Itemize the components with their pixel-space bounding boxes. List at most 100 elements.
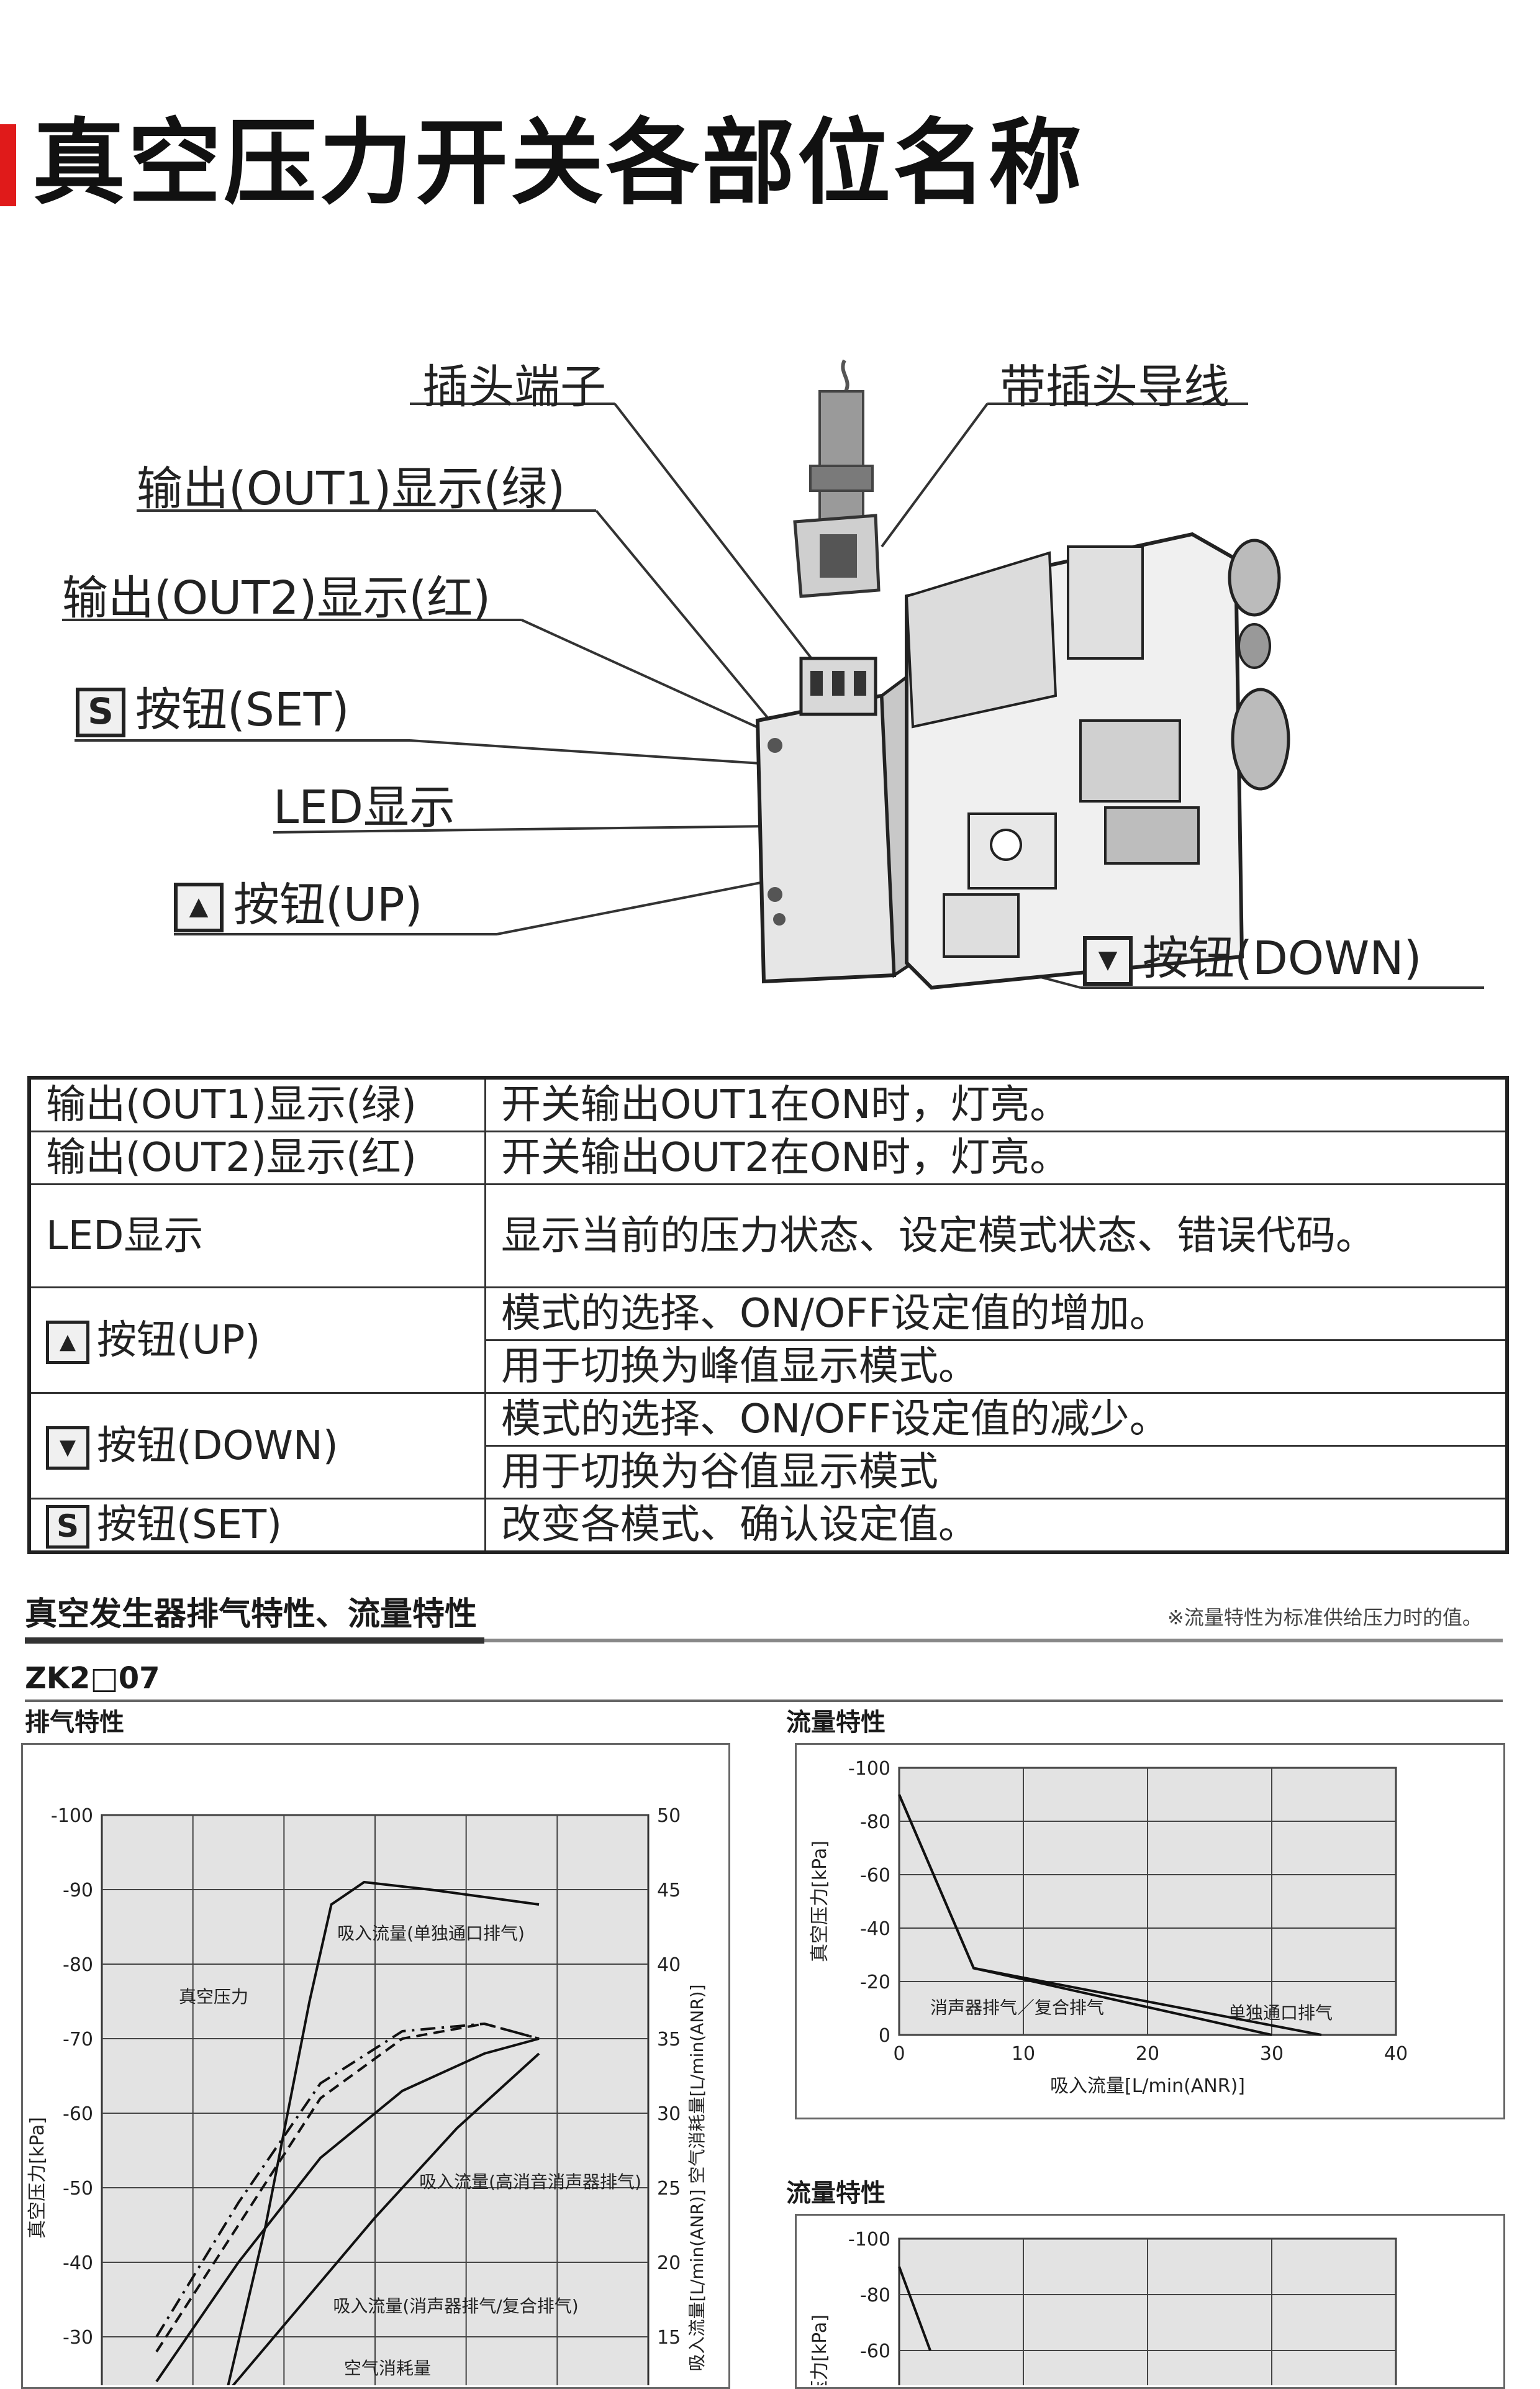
row-name: 按钮(SET) <box>97 1502 283 1548</box>
series-line <box>231 2052 540 2385</box>
y-axis-label: 真空压力[kPa] <box>809 1841 831 1962</box>
y-tick-label: -60 <box>63 2103 93 2125</box>
x-tick-label: 10 <box>1012 2043 1035 2065</box>
section-note: ※流量特性为标准供给压力时的值。 <box>1167 1606 1482 1629</box>
chart-annotation: 空气消耗量 <box>344 2358 431 2378</box>
label-out1-display: 输出(OUT1)显示(绿) <box>137 462 566 516</box>
chart-annotation: 真空压力 <box>179 1986 248 2007</box>
y2-tick-label: 15 <box>657 2327 681 2349</box>
y2-tick-label: 30 <box>657 2103 681 2125</box>
x-axis-label: 吸入流量[L/min(ANR)] <box>1050 2075 1245 2097</box>
down-arrow-icon: ▼ <box>46 1426 89 1470</box>
y-tick-label: -20 <box>860 1972 890 1993</box>
model-label: ZK2□07 <box>25 1661 160 1696</box>
up-arrow-icon: ▲ <box>174 883 224 933</box>
y-tick-label: -90 <box>63 1880 93 1901</box>
set-button-label: 按钮(SET) <box>135 683 350 737</box>
page-title: 真空压力开关各部位名称 <box>32 109 1085 217</box>
y-tick-label: -50 <box>63 2178 93 2200</box>
row-name: 按钮(UP) <box>97 1317 261 1363</box>
x-tick-label: 40 <box>1384 2043 1408 2065</box>
exhaust-characteristics-chart: -100-90-80-70-60-50-40-30-20504540353025… <box>27 1805 707 2385</box>
label-out2-display: 输出(OUT2)显示(红) <box>62 571 491 625</box>
row-name: 输出(OUT2)显示(红) <box>28 1131 486 1185</box>
table-row: 用于切换为谷值显示模式 <box>29 1445 1508 1499</box>
y-tick-label: -60 <box>860 2341 890 2362</box>
chart-title-flow-2: 流量特性 <box>786 2179 886 2208</box>
parts-description-table: 输出(OUT1)显示(绿) 开关输出OUT1在ON时，灯亮。 输出(OUT2)显… <box>27 1076 1509 1554</box>
row-desc: 开关输出OUT2在ON时，灯亮。 <box>484 1131 1508 1185</box>
y2-tick-label: 25 <box>657 2178 681 2200</box>
model-rule <box>25 1700 1503 1702</box>
title-accent-bar <box>0 124 16 206</box>
table-row: ▼按钮(DOWN) 模式的选择、ON/OFF设定值的减少。 <box>28 1392 1508 1499</box>
series-line <box>227 1880 540 2385</box>
row-desc: 用于切换为谷值显示模式 <box>484 1445 1508 1499</box>
switch-diagram <box>62 359 1484 990</box>
y2-tick-label: 40 <box>657 1954 681 1976</box>
row-name-cell: ▼按钮(DOWN) <box>28 1392 486 1499</box>
down-button-label: 按钮(DOWN) <box>1143 932 1422 985</box>
y-tick-label: -100 <box>848 2229 890 2250</box>
section-rule <box>25 1637 484 1644</box>
row-name: 输出(OUT1)显示(绿) <box>28 1076 486 1132</box>
series-line <box>155 2022 540 2353</box>
y-tick-label: -60 <box>860 1865 890 1886</box>
chart-title-flow: 流量特性 <box>786 1708 886 1737</box>
y-tick-label: -100 <box>51 1805 93 1827</box>
set-button-icon: S <box>46 1505 89 1549</box>
series-line <box>898 2266 931 2351</box>
label-connector-pin: 插头端子 <box>422 360 606 414</box>
up-arrow-icon: ▲ <box>46 1320 89 1364</box>
chart-annotation: 吸入流量(单独通口排气) <box>337 1923 525 1944</box>
row-name: LED显示 <box>28 1183 486 1288</box>
label-up-button: ▲按钮(UP) <box>174 877 423 933</box>
y-tick-label: -80 <box>63 1954 93 1976</box>
row-desc: 模式的选择、ON/OFF设定值的减少。 <box>484 1392 1508 1447</box>
row-name-cell: ▲按钮(UP) <box>28 1286 486 1394</box>
y-tick-label: 0 <box>879 2025 890 2047</box>
chart-annotation: 吸入流量(消声器排气/复合排气) <box>333 2296 578 2316</box>
chart-annotation: 单独通口排气 <box>1228 2003 1333 2023</box>
label-down-button: ▼按钮(DOWN) <box>1083 931 1422 986</box>
row-desc: 改变各模式、确认设定值。 <box>484 1498 1508 1554</box>
section-rule <box>484 1639 1503 1642</box>
up-button-label: 按钮(UP) <box>233 878 423 932</box>
y-tick-label: -40 <box>63 2252 93 2274</box>
y2-tick-label: 45 <box>657 1880 681 1901</box>
y-tick-label: -70 <box>63 2029 93 2050</box>
y2-tick-label: 35 <box>657 2029 681 2050</box>
label-lead-wire: 带插头导线 <box>1000 360 1230 414</box>
row-desc: 开关输出OUT1在ON时，灯亮。 <box>484 1076 1508 1132</box>
set-button-icon: S <box>76 688 125 738</box>
x-tick-label: 30 <box>1260 2043 1284 2065</box>
y-tick-label: -40 <box>860 1918 890 1940</box>
y-tick-label: -80 <box>860 2285 890 2306</box>
y-tick-label: -80 <box>860 1811 890 1833</box>
row-desc: 显示当前的压力状态、设定模式状态、错误代码。 <box>484 1183 1508 1288</box>
table-row: LED显示 显示当前的压力状态、设定模式状态、错误代码。 <box>28 1183 1508 1288</box>
y2-tick-label: 20 <box>657 2252 681 2274</box>
y-axis-label: 真空压力[kPa] <box>809 2314 831 2385</box>
table-row: 输出(OUT2)显示(红) 开关输出OUT2在ON时，灯亮。 <box>28 1131 1508 1185</box>
table-row: 输出(OUT1)显示(绿) 开关输出OUT1在ON时，灯亮。 <box>28 1076 1508 1132</box>
y2-tick-label: 50 <box>657 1805 681 1827</box>
down-arrow-icon: ▼ <box>1083 936 1133 986</box>
flow-characteristics-chart: 0 10 20 30 40 -100 -80 -60 -40 -20 0 吸入流量[L/min(ANR… <box>809 1758 1408 2097</box>
table-row: 用于切换为峰值显示模式。 <box>29 1339 1508 1394</box>
x-tick-label: 20 <box>1136 2043 1159 2065</box>
y-tick-label: -100 <box>848 1758 890 1780</box>
chart-annotation: 吸入流量(高消音消声器排气) <box>419 2172 641 2192</box>
chart-annotation: 消声器排气／复合排气 <box>930 1998 1104 2018</box>
x-tick-label: 0 <box>893 2043 905 2065</box>
row-desc: 用于切换为峰值显示模式。 <box>484 1339 1508 1394</box>
chart-title-exhaust: 排气特性 <box>25 1708 124 1737</box>
series-line <box>155 2037 540 2383</box>
y-tick-label: -30 <box>63 2327 93 2349</box>
label-led-display: LED显示 <box>273 781 455 834</box>
y-axis-label: 真空压力[kPa] <box>27 2117 48 2239</box>
y2-axis-label: 吸入流量[L/min(ANR)] 空气消耗量[L/min(ANR)] <box>687 1984 707 2371</box>
